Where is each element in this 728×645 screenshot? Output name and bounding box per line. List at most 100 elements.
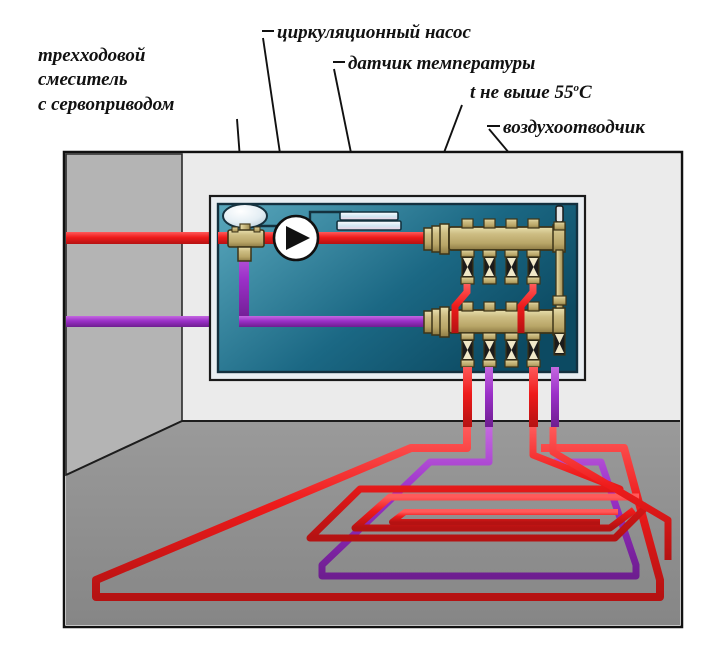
pump-flow-arrow-icon <box>286 226 310 250</box>
air-vent-cap-icon[interactable] <box>555 205 564 223</box>
side-wall <box>65 153 183 477</box>
valve-collar-bottom <box>526 276 541 285</box>
outlet-valve[interactable] <box>526 332 541 368</box>
underfloor-heating-loops <box>92 427 672 601</box>
valve-collar-bottom <box>504 276 519 285</box>
supply-run-pipe <box>218 232 432 244</box>
drop-red-1 <box>463 367 472 427</box>
valve-nut-right <box>253 226 261 233</box>
valve-hourglass-icon <box>507 341 516 359</box>
top-stub <box>505 218 518 229</box>
loop-red-right-feed <box>549 427 672 560</box>
return-outlet-pipe <box>66 316 246 327</box>
label-air-vent-text: воздухоотводчик <box>503 117 646 138</box>
valve-collar-top <box>504 332 519 341</box>
air-vent-bypass-pipe <box>555 249 564 309</box>
top-stub <box>483 301 496 312</box>
valve-collar-bottom <box>482 359 497 368</box>
outlet-valve[interactable] <box>526 249 541 285</box>
outlet-valve[interactable] <box>504 249 519 285</box>
three-way-valve-body[interactable] <box>227 229 265 248</box>
outlet-valve[interactable] <box>504 332 519 368</box>
label-temperature-limit: t не выше 55oC <box>470 82 592 103</box>
valve-collar-top <box>460 332 475 341</box>
label-pump: циркуляционный насос <box>262 22 471 43</box>
valve-collar-bottom <box>526 359 541 368</box>
label-temp-limit-text: не выше 55 <box>475 82 574 103</box>
valve-collar-bottom <box>460 359 475 368</box>
svg-text:t не выше 55oC: t не выше 55oC <box>470 82 592 103</box>
temperature-sensor-block[interactable] <box>336 211 402 231</box>
air-vent-nut-mid <box>552 295 567 306</box>
valve-collar-bottom <box>460 276 475 285</box>
drop-purple-2 <box>551 367 559 427</box>
label-pump-text: циркуляционный насос <box>277 22 471 43</box>
return-manifold-outlets[interactable] <box>460 332 541 368</box>
supply-manifold-outlets[interactable] <box>460 249 541 285</box>
return-manifold-top-stubs <box>461 301 540 312</box>
supply-manifold-top-stubs <box>461 218 540 229</box>
label-temp-limit-unit: C <box>579 82 592 103</box>
loop-red-inner <box>351 493 639 532</box>
top-stub <box>461 301 474 312</box>
drop-purple-1 <box>485 367 493 427</box>
wall-feed-pipes <box>66 232 246 327</box>
valve-collar-top <box>482 332 497 341</box>
drop-red-2 <box>529 367 538 427</box>
wall-drop-pipes <box>463 367 559 427</box>
valve-collar-top <box>460 249 475 258</box>
valve-hourglass-icon <box>463 258 472 276</box>
sensor-upper-plate <box>339 211 399 221</box>
outlet-valve[interactable] <box>460 332 475 368</box>
mixer-return-drop <box>239 244 249 322</box>
valve-collar-bottom <box>504 359 519 368</box>
outlet-valve[interactable] <box>482 332 497 368</box>
valve-collar-top <box>482 249 497 258</box>
loop-red-outer <box>92 427 664 601</box>
loop-red-innermost <box>389 509 618 525</box>
label-temp-sensor: датчик температуры <box>333 53 535 74</box>
label-temp-limit-degree: o <box>573 82 579 94</box>
air-vent-drain-icon <box>555 334 564 353</box>
label-temp-limit-symbol: t <box>470 82 476 103</box>
label-mixer-line-2: смеситель <box>38 69 128 90</box>
air-vent[interactable] <box>552 205 567 356</box>
valve-collar-top <box>526 332 541 341</box>
return-manifold-rail[interactable] <box>448 309 557 334</box>
valve-collar-bottom <box>482 276 497 285</box>
return-manifold-right-cap <box>552 307 566 336</box>
valve-hourglass-icon <box>529 258 538 276</box>
interconnect-pipes <box>451 284 537 333</box>
jumper-red-left <box>451 284 471 333</box>
supply-manifold[interactable] <box>423 218 566 285</box>
loop-red-second <box>306 427 651 542</box>
valve-nut-left <box>231 226 239 233</box>
top-stub <box>483 218 496 229</box>
top-stub <box>527 218 540 229</box>
three-way-mixing-valve-with-servo[interactable] <box>222 203 268 262</box>
valve-collar-top <box>526 249 541 258</box>
return-manifold[interactable] <box>423 301 566 368</box>
top-stub <box>527 301 540 312</box>
circulation-pump[interactable] <box>272 214 320 262</box>
outlet-valve[interactable] <box>460 249 475 285</box>
label-temp-sensor-text: датчик температуры <box>348 53 535 74</box>
jumper-red-right <box>517 284 537 333</box>
floor-diagonal-edge <box>65 420 183 476</box>
supply-manifold-rail[interactable] <box>448 226 557 251</box>
valve-collar-top <box>504 249 519 258</box>
label-air-vent: воздухоотводчик <box>487 117 646 138</box>
sensor-lower-plate <box>336 220 402 231</box>
valve-hourglass-icon <box>485 341 494 359</box>
supply-inlet-pipe <box>66 232 246 244</box>
label-mixer-line-3: с сервоприводом <box>38 94 174 115</box>
return-manifold-collar <box>439 306 450 338</box>
air-vent-nut-top <box>553 221 566 231</box>
valve-hourglass-icon <box>485 258 494 276</box>
outlet-valve[interactable] <box>482 249 497 285</box>
valve-bottom-port <box>237 246 252 262</box>
valve-hourglass-icon <box>507 258 516 276</box>
valve-hourglass-icon <box>529 341 538 359</box>
